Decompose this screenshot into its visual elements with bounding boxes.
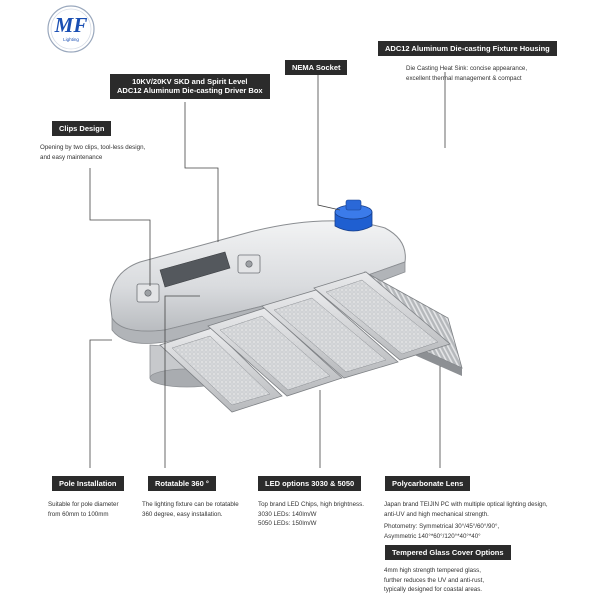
clips-design-description: Opening by two clips, tool-less design, … (40, 144, 146, 161)
tempered-glass-title: Tempered Glass Cover Options (385, 545, 511, 561)
pole-installation-title: Pole Installation (52, 476, 124, 492)
leader-nema (317, 73, 341, 211)
led-options-description: Top brand LED Chips, high brightness. 30… (258, 501, 364, 528)
led-module-2 (207, 307, 343, 397)
housing-description: Die Casting Heat Sink: concise appearanc… (406, 65, 528, 82)
leader-pole (89, 339, 112, 468)
leader-clips (89, 168, 151, 286)
logo-badge-icon (47, 5, 95, 53)
clip-left-icon (136, 283, 160, 303)
leader-rotatable (164, 295, 200, 468)
rotatable-description: The lighting fixture can be rotatable 36… (142, 501, 239, 518)
led-module-3 (261, 289, 399, 379)
led-module-1 (159, 327, 283, 413)
rotatable-title: Rotatable 360 ° (148, 476, 216, 492)
nema-socket-icon (334, 199, 373, 232)
logo-subtitle: Lighting (63, 37, 79, 42)
housing-title: ADC12 Aluminum Die-casting Fixture Housi… (378, 41, 557, 57)
polycarbonate-lens-description: Japan brand TEIJIN PC with multiple opti… (384, 501, 548, 518)
logo-letters: MF (54, 13, 88, 37)
leader-driver-box (184, 102, 219, 242)
driver-box-body (109, 220, 406, 344)
leader-lines (89, 72, 446, 468)
nema-socket-title: NEMA Socket (285, 60, 348, 76)
polycarbonate-lens-title: Polycarbonate Lens (385, 476, 471, 492)
clip-right-icon (237, 254, 261, 274)
photometry-description: Photometry: Symmetrical 30°/45°/60°/90°,… (384, 523, 500, 540)
brand-logo: MF Lighting (46, 4, 96, 54)
tempered-glass-description: 4mm high strength tempered glass, furthe… (384, 567, 485, 594)
driver-box-title: 10KV/20KV SKD and Spirit Level ADC12 Alu… (110, 74, 270, 99)
led-options-title: LED options 3030 & 5050 (258, 476, 362, 492)
clips-design-title: Clips Design (52, 121, 112, 137)
pole-installation-description: Suitable for pole diameter from 60mm to … (48, 501, 119, 518)
led-module-4 (313, 271, 451, 361)
